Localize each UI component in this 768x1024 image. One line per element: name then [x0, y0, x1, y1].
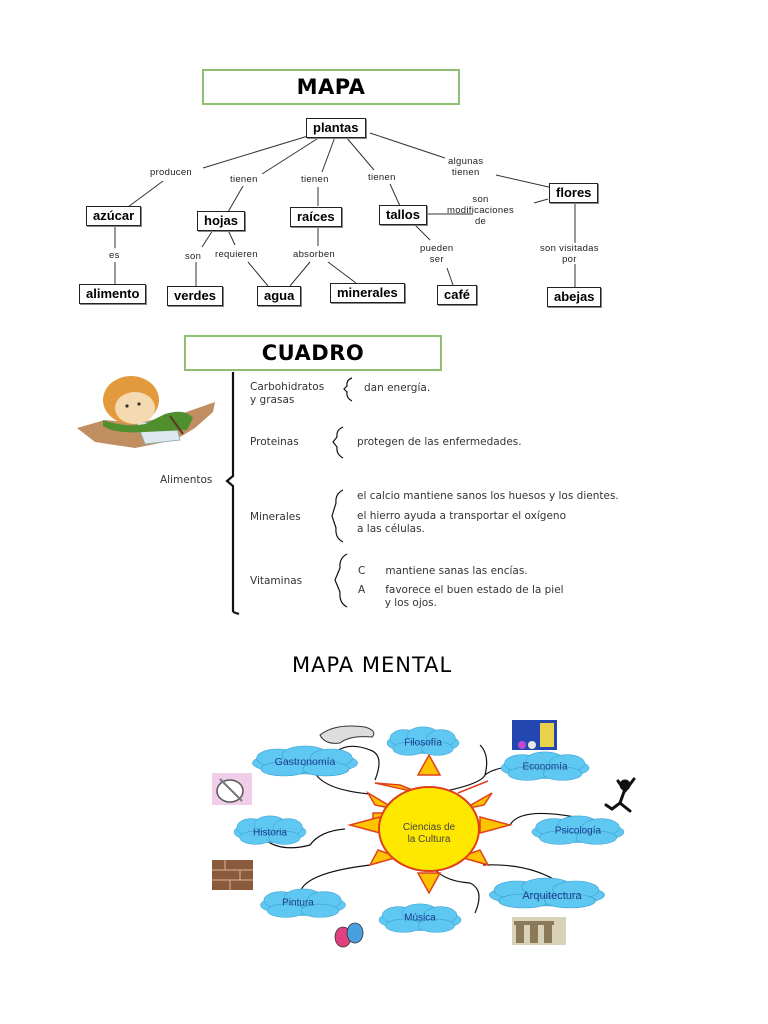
node-alimento: alimento	[79, 284, 147, 304]
connector	[345, 136, 375, 171]
node-agua: agua	[257, 286, 302, 306]
link-producen: producen	[150, 167, 193, 178]
cuadro-category-proteinas: Proteinas	[250, 436, 299, 448]
cuadro-category-carbohidratos: Carbohidratos y grasas	[250, 381, 325, 406]
branch-historia: Historia	[253, 827, 287, 839]
sun-ray	[416, 753, 442, 776]
link-absorben: absorben	[293, 249, 336, 260]
link-son-modificaciones: son modificaciones de	[447, 194, 515, 227]
node-tallos: tallos	[379, 205, 427, 225]
mind-map-center-label: Ciencias de la Cultura	[402, 822, 456, 845]
connector	[533, 198, 549, 204]
connector	[446, 267, 454, 286]
link-es: es	[109, 250, 120, 261]
connector	[411, 221, 431, 241]
stonehenge-icon	[512, 917, 566, 945]
cuadro-title-text: CUADRO	[261, 341, 365, 365]
brace-proteinas	[332, 426, 344, 459]
main-brace	[225, 372, 235, 612]
connector-musica	[429, 862, 480, 914]
connector	[201, 229, 214, 248]
branch-musica: Música	[404, 912, 436, 924]
dancing-figure-icon	[604, 777, 636, 813]
ancient-wall-icon	[212, 860, 253, 890]
link-pueden-ser: pueden ser	[420, 243, 454, 265]
sun-ray	[416, 872, 442, 895]
mapa-title: MAPA	[202, 69, 460, 105]
brace-vitaminas	[334, 553, 348, 608]
link-son: son	[185, 251, 202, 262]
mapa-connectors	[114, 132, 576, 287]
mapa-mental-title: MAPA MENTAL	[292, 653, 453, 677]
cuadro-item: A favorece el buen estado de la piel y l…	[358, 584, 564, 609]
node-minerales: minerales	[330, 283, 405, 303]
connector	[327, 261, 357, 284]
cuadro-root-alimentos: Alimentos	[160, 474, 213, 486]
branch-arquitectura: Arquitectura	[522, 890, 582, 902]
cuadro-item: el calcio mantiene sanos los huesos y lo…	[357, 490, 619, 502]
connector	[247, 261, 269, 287]
link-requieren: requieren	[215, 249, 258, 260]
branch-filosofia: Filosofía	[404, 737, 442, 749]
node-abejas: abejas	[547, 287, 602, 307]
cuadro-item: el hierro ayuda a transportar el oxígeno…	[357, 510, 566, 535]
connector	[227, 229, 236, 246]
connector-pintura	[299, 864, 371, 894]
link-son-visitadas: son visitadas por	[540, 243, 599, 265]
connector	[202, 135, 309, 169]
connector	[495, 174, 554, 189]
theater-masks-icon	[334, 922, 364, 948]
hand-icon	[319, 725, 375, 744]
cuadro-category-minerales: Minerales	[250, 511, 301, 523]
child-drawing-illustration	[77, 376, 215, 448]
node-flores: flores	[549, 183, 599, 203]
branch-pintura: Pintura	[282, 897, 314, 909]
node-azucar: azúcar	[86, 206, 142, 226]
sun-ray	[347, 816, 381, 834]
branch-psicologia: Psicología	[554, 825, 602, 837]
connector	[389, 183, 401, 207]
connector	[227, 185, 244, 213]
node-hojas: hojas	[197, 211, 245, 231]
node-plantas: plantas	[306, 118, 366, 138]
connector	[127, 180, 164, 208]
connector-psicologia	[509, 812, 576, 826]
sun-ray	[457, 780, 489, 794]
connector	[321, 136, 336, 173]
node-raices: raíces	[290, 207, 342, 227]
mind-map-diagram	[212, 720, 636, 948]
branch-economia: Economía	[522, 761, 568, 773]
cuadro-category-vitaminas: Vitaminas	[250, 575, 303, 587]
link-tienen-tallos: tienen	[368, 172, 396, 183]
link-algunas-tienen: algunas tienen	[448, 156, 484, 178]
connector	[369, 132, 446, 159]
cuadro-item: dan energía.	[364, 382, 431, 394]
cooking-tools-icon	[212, 773, 252, 805]
cuadro-item: C mantiene sanas las encías.	[358, 565, 528, 577]
sun-ray	[479, 816, 513, 834]
cuadro-item: protegen de las enfermedades.	[357, 436, 522, 448]
brace-carbohidratos	[343, 377, 353, 402]
connector-historia	[262, 828, 346, 849]
node-verdes: verdes	[167, 286, 223, 306]
mapa-title-text: MAPA	[296, 75, 366, 99]
link-tienen-hojas: tienen	[230, 174, 258, 185]
connector	[261, 136, 321, 175]
economy-clipart-icon	[512, 720, 557, 750]
branch-gastronomia: Gastronomía	[274, 756, 336, 768]
brace-minerales	[331, 489, 344, 543]
cuadro-title: CUADRO	[184, 335, 442, 371]
node-cafe: café	[437, 285, 478, 305]
connector	[289, 261, 311, 287]
link-tienen-raices: tienen	[301, 174, 329, 185]
sun-center	[378, 786, 480, 872]
